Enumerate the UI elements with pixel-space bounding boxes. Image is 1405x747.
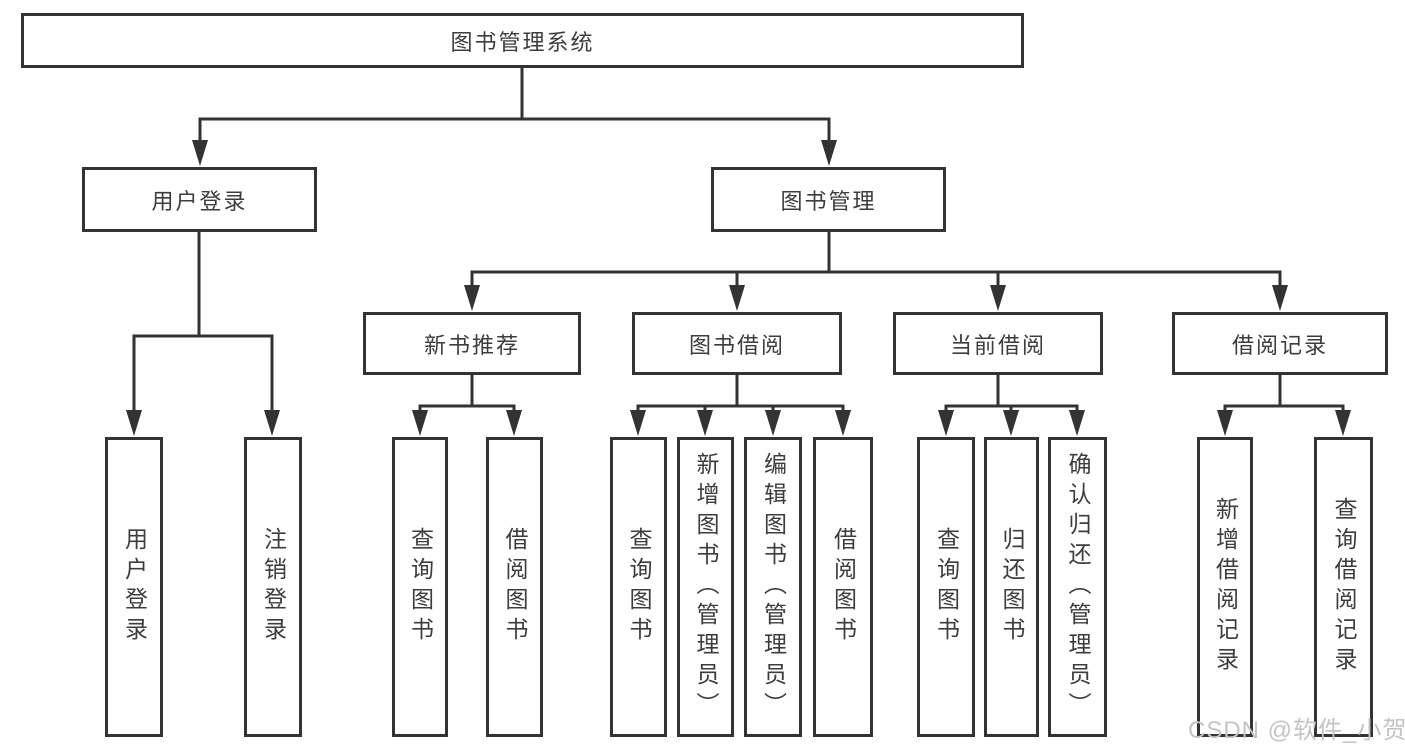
leaf-return-books: 归还图书 xyxy=(984,437,1039,737)
csdn-watermark: CSDN @软件_小贺同学 xyxy=(1188,717,1405,744)
leaf-query-books-borrow: 查询图书 xyxy=(610,437,667,737)
leaf-edit-books-admin: 编辑图书（管理员） xyxy=(744,437,802,737)
leaf-query-books-current: 查询图书 xyxy=(917,437,975,737)
node-new-book-recommend: 新书推荐 xyxy=(363,312,581,375)
leaf-user-login: 用户登录 xyxy=(105,437,163,737)
leaf-query-books-recommend: 查询图书 xyxy=(392,437,448,737)
leaf-add-books-admin: 新增图书（管理员） xyxy=(677,437,734,737)
node-root: 图书管理系统 xyxy=(21,13,1024,68)
leaf-add-borrow-record: 新增借阅记录 xyxy=(1197,437,1253,737)
node-current-borrow: 当前借阅 xyxy=(893,312,1103,375)
leaf-logout: 注销登录 xyxy=(244,437,302,737)
node-user-login: 用户登录 xyxy=(82,167,317,232)
leaf-borrow-books: 借阅图书 xyxy=(813,437,873,737)
leaf-query-borrow-record: 查询借阅记录 xyxy=(1314,437,1373,737)
leaf-confirm-return-admin: 确认归还（管理员） xyxy=(1048,437,1107,737)
node-book-management: 图书管理 xyxy=(711,167,946,232)
node-book-borrow: 图书借阅 xyxy=(632,312,842,375)
leaf-borrow-books-recommend: 借阅图书 xyxy=(486,437,543,737)
node-borrow-records: 借阅记录 xyxy=(1172,312,1388,375)
